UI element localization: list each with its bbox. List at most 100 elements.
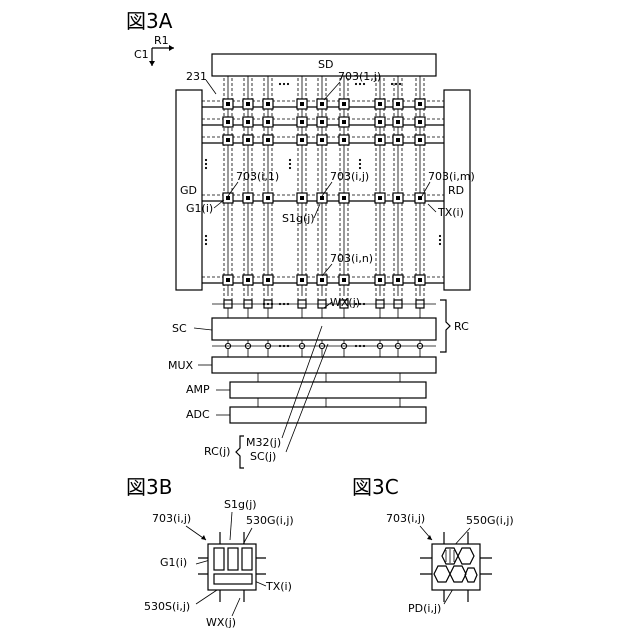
amp-block (230, 382, 426, 398)
c-pixel-cell (420, 532, 492, 602)
ellipsis-dot (205, 239, 207, 241)
pixel-cell-core (246, 138, 250, 142)
pixel-i1-label: 703(i,1) (236, 170, 279, 183)
sc-block (212, 318, 436, 340)
ellipsis-dot (271, 303, 273, 305)
ellipsis-dot (287, 83, 289, 85)
pixel-cell-core (342, 120, 346, 124)
ellipsis-dot (283, 345, 285, 347)
b-530g-label: 530G(i,j) (246, 514, 294, 527)
ellipsis-dot (205, 163, 207, 165)
figure-3a-title: 図3A (126, 9, 173, 33)
pixel-cell-core (266, 102, 270, 106)
amp-label: AMP (186, 383, 210, 396)
b-s1g-label: S1g(j) (224, 498, 257, 511)
wx-label: WX(j) (330, 296, 360, 309)
pixel-cell-core (320, 102, 324, 106)
ellipsis-dot (439, 239, 441, 241)
b-530s-label: 530S(i,j) (144, 600, 190, 613)
ellipsis-dot (363, 83, 365, 85)
pixel-cell-core (342, 196, 346, 200)
ellipsis-dot (283, 303, 285, 305)
pixel-cell-core (226, 102, 230, 106)
rcj-brace (236, 436, 244, 468)
b-tx-label: TX(i) (265, 580, 292, 593)
pixel-cell-core (226, 196, 230, 200)
s1g-label: S1g(j) (282, 212, 315, 225)
direction-c1-label: C1 (134, 48, 149, 61)
ellipsis-dot (363, 345, 365, 347)
pixel-cell-core (266, 196, 270, 200)
ellipsis-dot (439, 243, 441, 245)
pixel-cell-core (300, 102, 304, 106)
pixel-cell-core (266, 120, 270, 124)
c-pd-label: PD(i,j) (408, 602, 441, 615)
pixel-cell-core (300, 278, 304, 282)
ellipsis-dot (359, 163, 361, 165)
ellipsis-dot (439, 235, 441, 237)
pixel-cell-core (320, 138, 324, 142)
c-pixel-ij-label: 703(i,j) (386, 512, 425, 525)
ellipsis-dot (267, 303, 269, 305)
tx-label: TX(i) (437, 206, 464, 219)
pixel-cell-core (378, 120, 382, 124)
sd-label: SD (318, 58, 333, 71)
mux-label: MUX (168, 359, 194, 372)
sc-label: SC (172, 322, 187, 335)
pixel-1j-label: 703(1,j) (338, 70, 381, 83)
ellipsis-dot (287, 345, 289, 347)
ellipsis-dot (359, 159, 361, 161)
pixel-cell-core (246, 102, 250, 106)
pixel-cell-core (246, 278, 250, 282)
pixel-cell-core (226, 120, 230, 124)
ellipsis-dot (359, 167, 361, 169)
pixel-cell-core (226, 138, 230, 142)
ellipsis-dot (279, 303, 281, 305)
pixel-cell-core (418, 138, 422, 142)
pixel-cell-core (300, 138, 304, 142)
pixel-cell-core (246, 120, 250, 124)
figure-3b-title: 図3B (126, 475, 172, 499)
pixel-cell-core (396, 138, 400, 142)
adc-label: ADC (186, 408, 210, 421)
ellipsis-dot (279, 345, 281, 347)
pixel-ij-label: 703(i,j) (330, 170, 369, 183)
gd-label: GD (180, 184, 197, 197)
pixel-cell-core (418, 196, 422, 200)
pixel-cell-core (378, 138, 382, 142)
ellipsis-dot (205, 167, 207, 169)
pixel-cell-core (396, 120, 400, 124)
ellipsis-dot (289, 167, 291, 169)
ellipsis-dot (289, 159, 291, 161)
pixel-cell-core (418, 278, 422, 282)
pixel-cell-core (342, 102, 346, 106)
pixel-cell-core (300, 196, 304, 200)
ellipsis-dot (279, 83, 281, 85)
pixel-cell-core (342, 278, 346, 282)
c-550g-label: 550G(i,j) (466, 514, 514, 527)
pixel-cell-core (396, 102, 400, 106)
ellipsis-dot (205, 159, 207, 161)
pixel-cell-core (418, 102, 422, 106)
b-wx-label: WX(j) (206, 616, 236, 629)
pixel-cell-core (418, 120, 422, 124)
b-pixel-ij-label: 703(i,j) (152, 512, 191, 525)
ellipsis-dot (359, 345, 361, 347)
pixel-cell-core (396, 196, 400, 200)
pixel-cell-core (246, 196, 250, 200)
ellipsis-dot (391, 83, 393, 85)
mux-block (212, 357, 436, 373)
pixel-cell-core (300, 120, 304, 124)
ellipsis-dot (205, 235, 207, 237)
pixel-cell-core (378, 102, 382, 106)
direction-arrows: R1 C1 (134, 34, 174, 66)
ellipsis-dot (355, 345, 357, 347)
figure-3c-title: 図3C (352, 475, 399, 499)
direction-r1-label: R1 (154, 34, 169, 47)
rc-label: RC (454, 320, 469, 333)
scj-label: SC(j) (250, 450, 276, 463)
pixel-cell-core (378, 278, 382, 282)
pixel-in-label: 703(i,n) (330, 252, 373, 265)
pixel-im-label: 703(i,m) (428, 170, 475, 183)
